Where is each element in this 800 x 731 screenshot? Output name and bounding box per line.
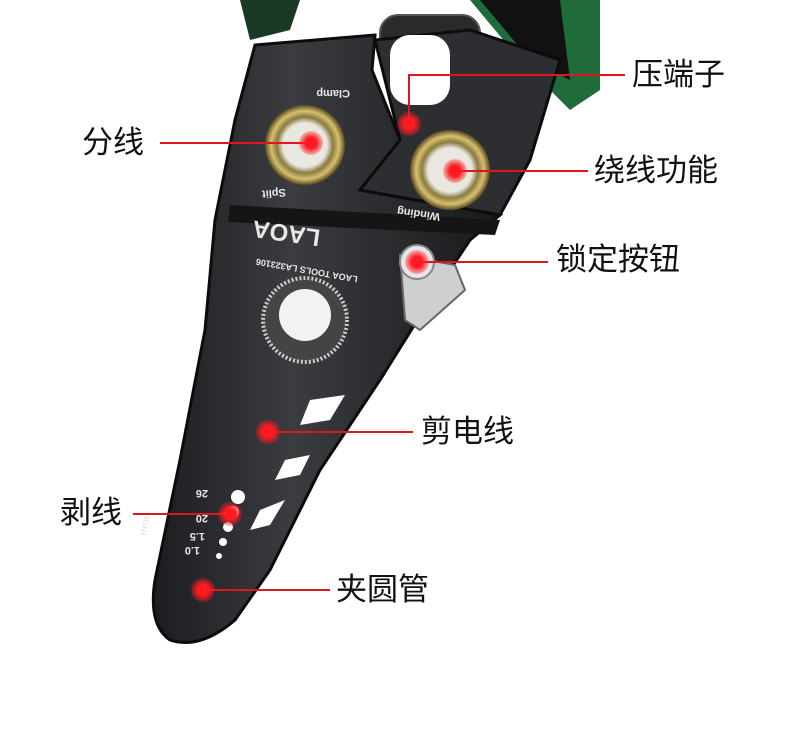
clamp-marking: Clamp (316, 87, 350, 99)
split-marking: Split (261, 186, 286, 200)
mm-marking: mm (138, 515, 153, 537)
callout-crimp: 压端子 (632, 57, 725, 93)
callout-strip: 剥线 (60, 495, 122, 531)
winding-marking: Winding (396, 205, 441, 223)
callout-dots (191, 112, 467, 602)
callout-lock: 锁定按钮 (556, 242, 680, 278)
size-10: 1.0 (185, 544, 200, 556)
size-15: 1.5 (190, 530, 205, 542)
callout-lines (133, 74, 625, 591)
callout-split: 分线 (82, 125, 144, 161)
callout-pipe: 夹圆管 (336, 572, 429, 608)
size-26: 26 (196, 487, 208, 499)
callout-winding: 绕线功能 (594, 153, 718, 189)
left-handle (240, 0, 300, 40)
callout-cut: 剪电线 (421, 414, 514, 450)
